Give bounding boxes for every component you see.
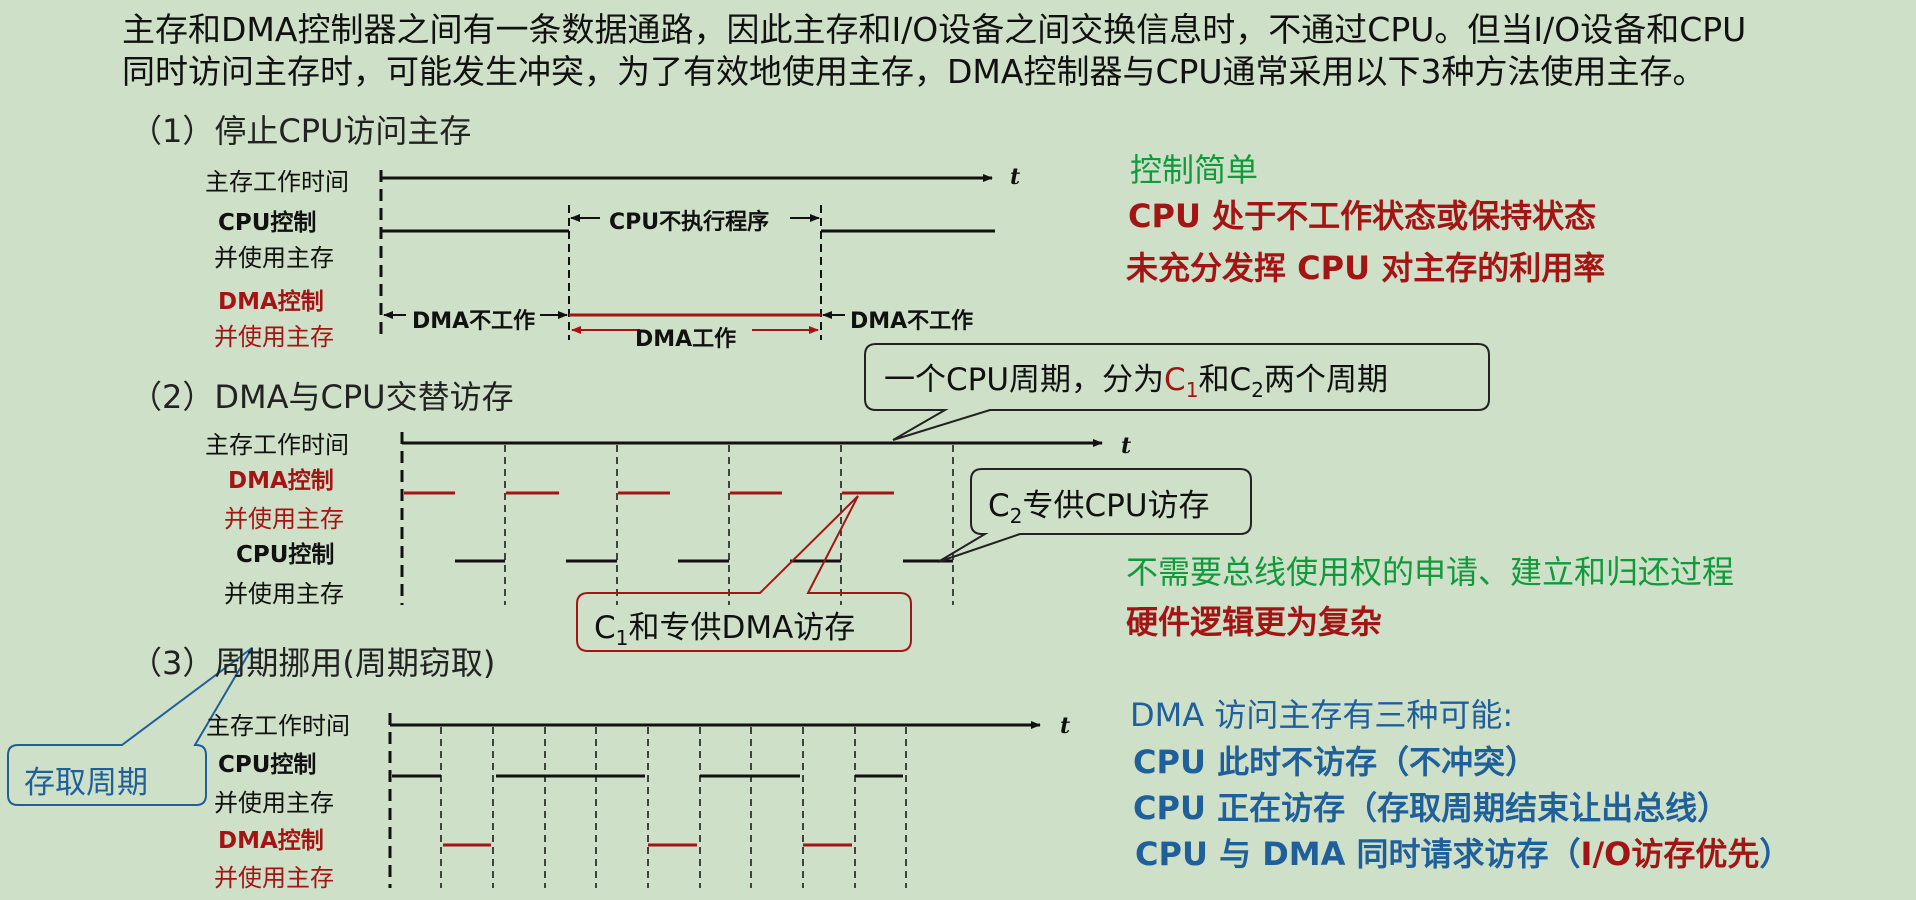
callout-cycle-bubble — [864, 343, 1490, 441]
method2-mem-time: 主存工作时间 — [205, 431, 349, 459]
method1-note-2: CPU 处于不工作状态或保持状态 — [1128, 197, 1597, 235]
callout-access-text: 存取周期 — [24, 765, 148, 801]
method3-cpu-label-2: 并使用主存 — [214, 789, 334, 817]
method2-dma-label-1: DMA控制 — [228, 468, 334, 494]
intro-line-2: 同时访问主存时，可能发生冲突，为了有效地使用主存，DMA控制器与CPU通常采用以… — [122, 52, 1706, 91]
method1-note-1: 控制简单 — [1130, 151, 1259, 189]
method2-dma-label-2: 并使用主存 — [224, 505, 344, 533]
method3-cpu-label-1: CPU控制 — [218, 752, 317, 778]
method1-title: （1）停止CPU访问主存 — [130, 112, 472, 150]
method3-title: （3）周期挪用(周期窃取) — [130, 644, 496, 682]
method2-title: （2）DMA与CPU交替访存 — [130, 378, 514, 416]
method3-t-label: t — [1060, 713, 1071, 739]
method3-note-2: CPU 正在访存（存取周期结束让出总线） — [1133, 789, 1730, 827]
method3-notes-title: DMA 访问主存有三种可能: — [1130, 696, 1514, 734]
method1-cpu-label-2: 并使用主存 — [214, 244, 334, 272]
method2-cpu-label-1: CPU控制 — [236, 542, 335, 568]
callout-c2-text: C2专供CPU访存 — [988, 488, 1210, 529]
method1-note-3: 未充分发挥 CPU 对主存的利用率 — [1126, 249, 1606, 287]
callout-c2-bubble — [937, 468, 1252, 563]
method2-note-1: 不需要总线使用权的申请、建立和归还过程 — [1126, 553, 1735, 591]
method2-note-2: 硬件逻辑更为复杂 — [1126, 603, 1383, 641]
method2-cpu-label-2: 并使用主存 — [224, 580, 344, 608]
method1-mem-time: 主存工作时间 — [205, 168, 349, 196]
method1-dma-label-2: 并使用主存 — [214, 323, 334, 351]
method1-dma-label-1: DMA控制 — [218, 289, 324, 315]
intro-line-1: 主存和DMA控制器之间有一条数据通路，因此主存和I/O设备之间交换信息时，不通过… — [122, 10, 1747, 49]
method1-diagram — [379, 170, 995, 340]
method1-dma-work-label: DMA工作 — [635, 327, 737, 352]
callout-cycle-text: 一个CPU周期，分为C1和C2两个周期 — [884, 362, 1388, 403]
method1-t-label: t — [1010, 164, 1021, 190]
callout-c1-bubble — [576, 495, 912, 652]
method1-dma-idle-right: DMA不工作 — [850, 309, 974, 334]
callout-access-bubble — [7, 647, 253, 806]
method3-diagram — [388, 713, 1041, 888]
method3-dma-label-1: DMA控制 — [218, 828, 324, 854]
method3-dma-label-2: 并使用主存 — [214, 864, 334, 892]
method2-t-label: t — [1121, 433, 1132, 459]
method3-note-1: CPU 此时不访存（不冲突） — [1133, 743, 1538, 781]
callout-c1-text: C1和专供DMA访存 — [594, 610, 856, 651]
method1-cpu-label-1: CPU控制 — [218, 210, 317, 236]
method2-diagram — [400, 432, 1103, 605]
method3-mem-time: 主存工作时间 — [206, 712, 350, 740]
method1-cpu-idle-label: CPU不执行程序 — [609, 210, 770, 235]
method1-dma-idle-left: DMA不工作 — [412, 309, 536, 334]
method3-note-3: CPU 与 DMA 同时请求访存（I/O访存优先） — [1135, 835, 1792, 873]
